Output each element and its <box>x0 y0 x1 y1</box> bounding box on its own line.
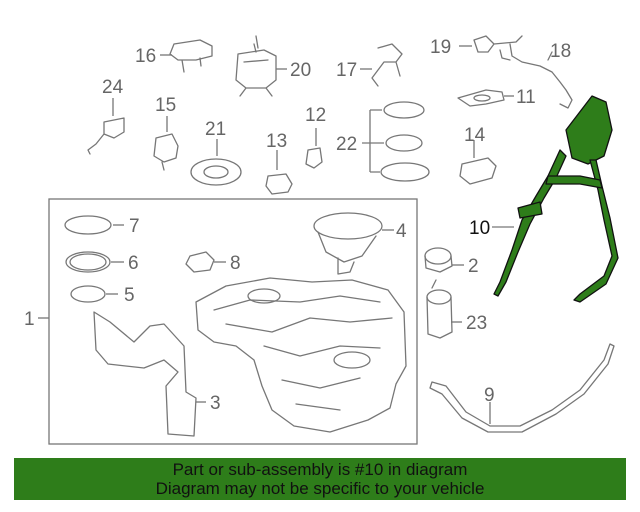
part-7[interactable] <box>64 215 124 235</box>
callout-16: 16 <box>135 46 156 67</box>
callout-8: 8 <box>230 253 241 274</box>
callout-6: 6 <box>128 253 139 274</box>
callout-18: 18 <box>550 41 571 62</box>
part-5[interactable] <box>70 285 118 303</box>
callout-9: 9 <box>484 385 495 406</box>
part-4[interactable] <box>313 212 394 275</box>
part-10-filler-pipe[interactable] <box>493 95 619 303</box>
part-6[interactable] <box>65 251 124 273</box>
part-16[interactable] <box>160 39 213 73</box>
callout-1: 1 <box>24 309 35 330</box>
part-17[interactable] <box>360 43 403 87</box>
part-24[interactable] <box>87 98 125 155</box>
callout-13: 13 <box>266 131 287 152</box>
parts-diagram: 1 2 3 4 5 6 7 8 9 10 11 12 13 14 15 16 1… <box>24 35 619 445</box>
part-3[interactable] <box>93 311 206 437</box>
part-9[interactable] <box>429 343 615 433</box>
part-22[interactable] <box>362 101 430 182</box>
callout-15: 15 <box>155 95 176 116</box>
callout-10: 10 <box>469 218 490 239</box>
part-12[interactable] <box>305 128 323 169</box>
part-11[interactable] <box>457 89 514 107</box>
callout-22: 22 <box>336 134 357 155</box>
callout-3: 3 <box>210 393 221 414</box>
callout-12: 12 <box>305 105 326 126</box>
part-15[interactable] <box>153 116 179 171</box>
part-19[interactable] <box>459 35 523 61</box>
part-23[interactable] <box>426 279 462 339</box>
part-13[interactable] <box>265 150 293 195</box>
part-8[interactable] <box>185 251 226 273</box>
callout-11: 11 <box>516 87 536 108</box>
part-14[interactable] <box>459 140 497 185</box>
callout-20: 20 <box>290 60 311 81</box>
banner-line-1: Part or sub-assembly is #10 in diagram <box>172 460 468 479</box>
callout-19: 19 <box>430 37 451 58</box>
part-20[interactable] <box>235 35 287 97</box>
callout-21: 21 <box>205 119 226 140</box>
callout-4: 4 <box>396 221 407 242</box>
callout-24: 24 <box>102 77 124 98</box>
part-21[interactable] <box>190 139 242 186</box>
callout-7: 7 <box>129 216 140 237</box>
part-2[interactable] <box>424 247 464 273</box>
part-18[interactable] <box>509 43 573 109</box>
callout-23: 23 <box>466 313 487 334</box>
banner-line-2: Diagram may not be specific to your vehi… <box>155 479 485 498</box>
callout-2: 2 <box>468 256 479 277</box>
callout-5: 5 <box>124 285 135 306</box>
tank-assembly-box <box>48 198 418 445</box>
info-banner: Part or sub-assembly is #10 in diagram D… <box>14 458 626 500</box>
callout-17: 17 <box>336 60 357 81</box>
part-1-fuel-tank[interactable] <box>195 277 407 433</box>
callout-14: 14 <box>464 125 486 146</box>
